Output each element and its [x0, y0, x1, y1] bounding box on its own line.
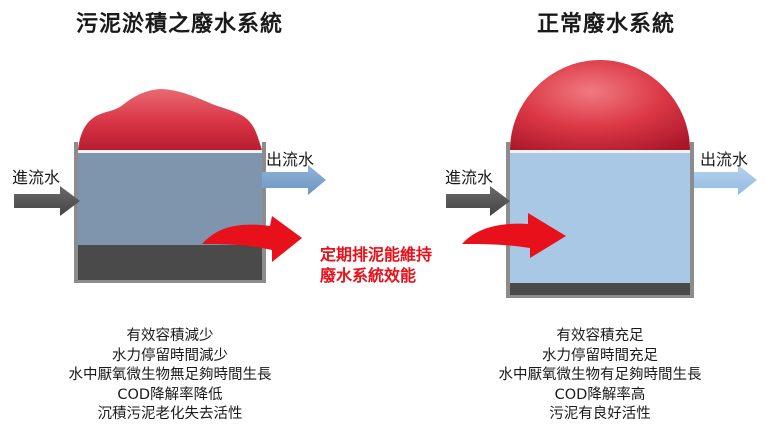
- left-outflow-arrow-icon: [262, 165, 326, 195]
- right-description-item: 有效容積充足: [556, 328, 644, 344]
- right-inflow-label: 進流水: [445, 168, 494, 187]
- right-description-item: 水力停留時間充足: [542, 347, 658, 364]
- left-description-item: 水中厭氧微生物無足夠時間生長: [68, 367, 272, 383]
- left-inflow-label: 進流水: [12, 168, 61, 187]
- right-outflow-label: 出流水: [700, 150, 749, 169]
- left-description-item: COD降解率降低: [117, 386, 223, 403]
- right-panel-title: 正常廢水系統: [537, 12, 676, 37]
- right-tank-wall-left: [506, 142, 510, 295]
- right-description-item: 污泥有良好活性: [549, 406, 651, 422]
- center-note: 定期排泥能維持 廢水系統效能: [320, 244, 432, 286]
- left-description-item: 有效容積減少: [126, 328, 214, 344]
- left-sludge-layer: [78, 245, 262, 280]
- right-water: [510, 153, 690, 283]
- right-description-list: 有效容積充足 水力停留時間充足 水中厭氧微生物有足夠時間生長 COD降解率高 污…: [450, 327, 750, 425]
- left-description-item: 沉積污泥老化失去活性: [97, 406, 243, 422]
- right-discharge-curve-arrow-icon: [462, 213, 566, 258]
- right-sludge-layer: [510, 283, 690, 295]
- left-tank: [74, 89, 266, 283]
- right-description-item: 水中厭氧微生物有足夠時間生長: [498, 367, 702, 383]
- left-tank-wall-right: [262, 142, 266, 280]
- right-tank: [506, 60, 694, 298]
- right-water-surface: [510, 150, 690, 153]
- left-scum-dome: [78, 89, 262, 150]
- left-outflow-label: 出流水: [266, 150, 315, 169]
- right-gas-dome: [510, 60, 690, 150]
- left-panel-title: 污泥淤積之廢水系統: [76, 12, 284, 37]
- left-water-surface: [78, 150, 262, 153]
- left-description-item: 水力停留時間減少: [112, 347, 228, 364]
- left-tank-floor: [74, 280, 266, 283]
- left-tank-wall-left: [74, 142, 78, 280]
- center-note-line2: 廢水系統效能: [320, 266, 417, 285]
- right-description-item: COD降解率高: [554, 386, 646, 403]
- right-tank-wall-right: [690, 142, 694, 295]
- left-inflow-arrow-icon: [14, 186, 80, 216]
- right-inflow-arrow-icon: [446, 186, 510, 216]
- right-outflow-arrow-icon: [694, 165, 757, 195]
- right-tank-floor: [506, 295, 694, 298]
- left-description-list: 有效容積減少 水力停留時間減少 水中厭氧微生物無足夠時間生長 COD降解率降低 …: [20, 327, 320, 425]
- center-note-line1: 定期排泥能維持: [320, 245, 433, 264]
- left-discharge-curve-arrow-icon: [202, 216, 302, 262]
